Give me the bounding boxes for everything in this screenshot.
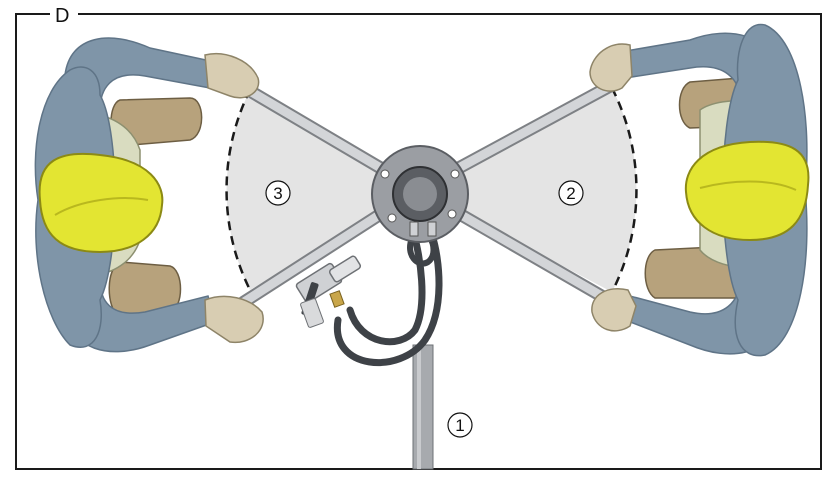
- operator-right-helmet: [684, 140, 810, 242]
- operator-left-glove-top: [204, 53, 260, 99]
- callout-1-circle: [447, 412, 473, 438]
- operator-left-glove-bottom: [204, 295, 264, 344]
- callout-2-label: 2: [566, 184, 575, 203]
- operator-left-helmet: [38, 152, 164, 254]
- hub-bolt-2: [450, 169, 460, 179]
- valve-cylinder: [328, 255, 362, 283]
- swing-arc-right: [610, 87, 638, 293]
- valve-coupling: [300, 298, 324, 328]
- callout-3-circle: [265, 180, 291, 206]
- hub-bolt-3: [387, 213, 397, 223]
- drill-pipe: [412, 344, 434, 470]
- callout-2-circle: [558, 180, 584, 206]
- panel-label: D: [55, 5, 69, 27]
- control-valve: [295, 255, 362, 328]
- swing-arc-left: [225, 89, 252, 291]
- hub-core: [403, 177, 437, 211]
- hub-bolt-1: [380, 169, 390, 179]
- operator-left-helmet-ridge: [54, 197, 149, 216]
- callout-1: 1: [447, 412, 473, 438]
- operator-left-boot-top: [110, 97, 203, 147]
- hose-fitting-1: [409, 221, 419, 237]
- operator-right: [589, 23, 810, 357]
- callout-3-label: 3: [273, 184, 282, 203]
- panel-label-bg: [50, 4, 78, 24]
- swing-sector-left: [226, 90, 418, 290]
- hydraulic-hose-outer: [333, 231, 443, 366]
- operator-left-arm-upper: [64, 37, 216, 112]
- callout-1-label: 1: [455, 416, 464, 435]
- operator-right-glove-bottom: [591, 288, 637, 332]
- drill-pipe-highlight: [417, 345, 421, 469]
- swing-sector-right: [418, 88, 637, 292]
- hub-bolt-4: [447, 209, 457, 219]
- valve-fitting-brass: [329, 290, 345, 308]
- operator-left: [34, 37, 264, 353]
- callout-3: 3: [265, 180, 291, 206]
- callout-2: 2: [558, 180, 584, 206]
- hose-fitting-2: [427, 221, 437, 237]
- hydraulic-hose-loop: [407, 236, 437, 267]
- operator-right-glove-top: [589, 43, 633, 92]
- operator-right-helmet-ridge: [699, 180, 797, 191]
